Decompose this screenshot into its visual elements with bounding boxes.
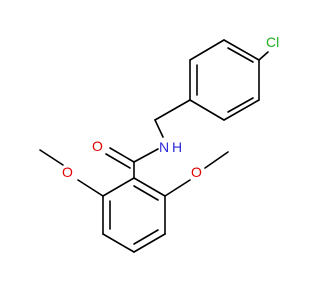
bond	[102, 233, 135, 253]
bonds	[39, 39, 269, 253]
bond	[133, 148, 159, 163]
chemical-structure-diagram: Cl N H O O O	[39, 34, 279, 253]
bond	[227, 97, 254, 113]
bond	[204, 151, 229, 169]
amide-hydrogen-label: H	[172, 139, 182, 155]
bond	[154, 119, 164, 138]
bond	[77, 179, 104, 197]
bond	[102, 177, 135, 197]
bond	[223, 39, 260, 61]
bond	[39, 149, 64, 166]
bond	[154, 99, 191, 121]
amide-nitrogen-label: N	[159, 139, 169, 155]
methoxy-oxygen-left-label: O	[62, 164, 73, 180]
bond	[105, 153, 131, 169]
methoxy-oxygen-right-label: O	[191, 164, 202, 180]
atom-labels: Cl N H O O O	[62, 34, 279, 180]
bond	[133, 185, 159, 201]
bond	[189, 99, 225, 121]
bond	[109, 147, 135, 163]
bond	[189, 39, 225, 61]
bond	[133, 233, 166, 253]
bond	[133, 229, 159, 245]
bond	[164, 179, 191, 197]
chlorine-label: Cl	[266, 34, 279, 50]
bond	[223, 99, 260, 121]
bond	[133, 177, 166, 197]
bond	[227, 47, 254, 63]
carbonyl-oxygen-label: O	[92, 138, 103, 154]
bond	[258, 51, 269, 61]
structure-canvas: Cl N H O O O	[39, 34, 279, 253]
